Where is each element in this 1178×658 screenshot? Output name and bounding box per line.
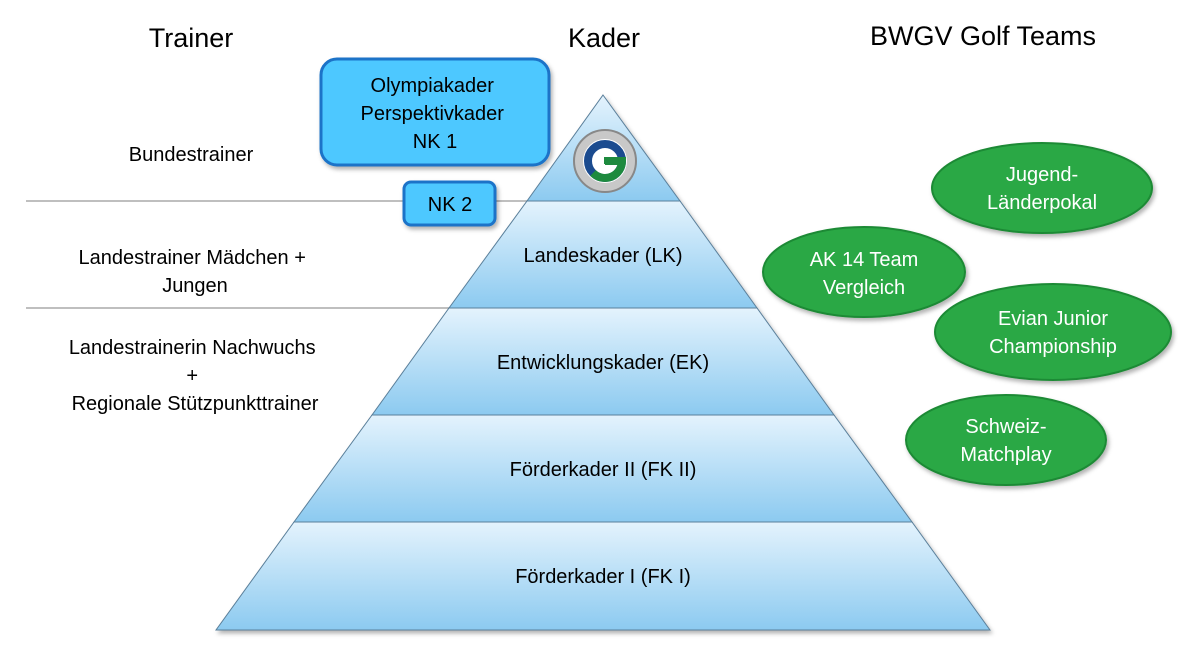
header-trainer: Trainer xyxy=(149,23,234,53)
svg-text:NK 2: NK 2 xyxy=(428,194,472,216)
tier-label-lk: Landeskader (LK) xyxy=(524,245,683,267)
trainer-bundestrainer: Bundestrainer xyxy=(129,144,254,166)
nk2-box: NK 2 xyxy=(402,180,497,227)
svg-text:Jugend-Länderpokal: Jugend-Länderpokal xyxy=(987,164,1097,214)
svg-text:Olympiakader Perspektivk: Olympiakader Perspektivkader NK 1 xyxy=(361,75,510,153)
team-jugend-laenderpokal: Jugend-Länderpokal xyxy=(931,142,1153,234)
tier-label-fk2: Förderkader II (FK II) xyxy=(510,459,697,481)
tier-label-fk1: Förderkader I (FK I) xyxy=(515,566,691,588)
trainer-landestrainer: Landestrainer Mädchen + Jungen xyxy=(79,247,312,297)
team-schweiz-matchplay: Schweiz-Matchplay xyxy=(905,394,1107,486)
header-kader: Kader xyxy=(568,23,640,53)
pyramid xyxy=(215,94,991,631)
svg-text:Schweiz-Matchplay: Schweiz-Matchplay xyxy=(960,416,1051,466)
header-teams: BWGV Golf Teams xyxy=(870,21,1096,51)
trainer-nachwuchs: Landestrainerin Nachwuchs + Regionale St… xyxy=(69,337,321,415)
dgv-logo xyxy=(573,129,637,193)
nk1-box: Olympiakader Perspektivkader NK 1 xyxy=(319,57,551,167)
pyramid-tier-fk1 xyxy=(215,521,991,631)
tier-label-ek: Entwicklungskader (EK) xyxy=(497,352,709,374)
